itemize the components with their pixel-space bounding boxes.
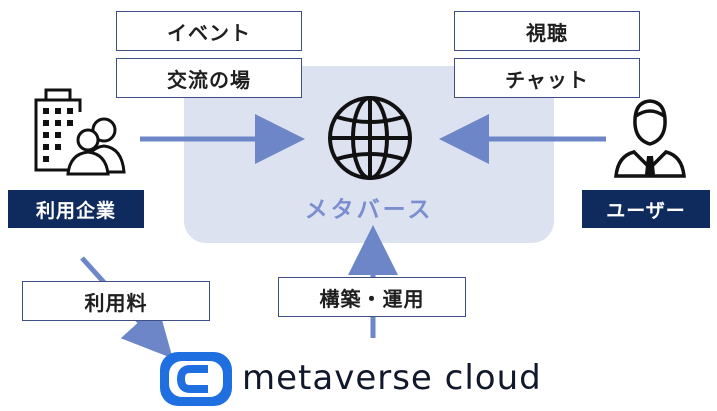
company-badge: 利用企業 [8,190,144,228]
brand-name: metaverse cloud [242,358,542,398]
metaverse-cloud-logo-icon [160,352,232,406]
user-avatar-icon [614,99,686,178]
feature-box-social: 交流の場 [116,58,302,98]
globe-icon [328,96,412,180]
build-operate-label-box: 構築・運用 [278,277,466,317]
fee-label-box: 利用料 [22,281,210,321]
company-building-icon [34,88,126,176]
feature-box-event: イベント [116,11,302,51]
feature-box-viewing: 視聴 [454,11,640,51]
user-badge: ユーザー [582,190,710,228]
metaverse-label: メタバース [304,197,434,223]
feature-box-chat: チャット [454,58,640,98]
